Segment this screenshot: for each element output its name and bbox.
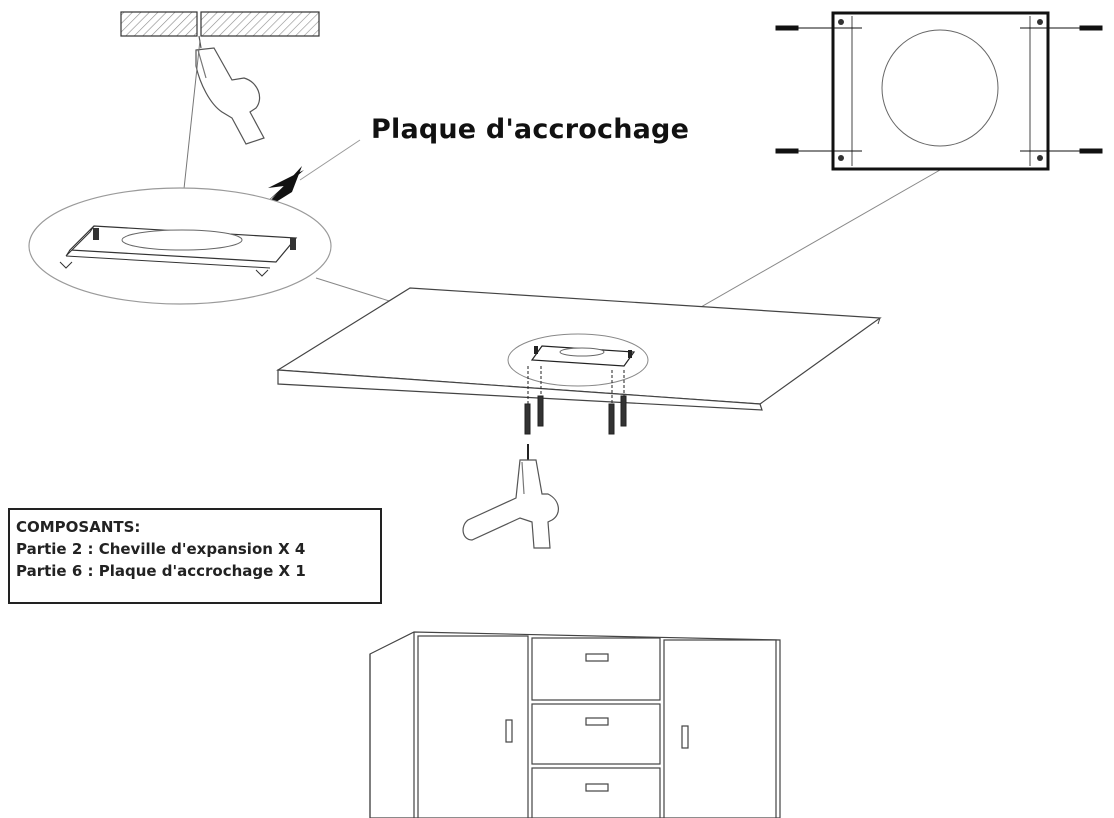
- page-title: Plaque d'accrochage: [371, 114, 690, 145]
- components-box: COMPOSANTS: Partie 2 : Cheville d'expans…: [8, 508, 382, 604]
- component-line: Partie 2 : Cheville d'expansion X 4: [16, 540, 306, 558]
- drill-icon: [195, 35, 265, 145]
- ceiling-section: [120, 11, 320, 37]
- expansion-anchor-icon: [524, 366, 627, 435]
- cabinet-illustration: [369, 631, 781, 818]
- mounting-plate-detail: [28, 187, 332, 305]
- screw-icon: [775, 25, 1103, 154]
- plate-top-view: [831, 11, 1050, 171]
- drill-icon: [462, 444, 559, 549]
- plate-on-ceiling: [507, 333, 649, 387]
- component-line: Partie 6 : Plaque d'accrochage X 1: [16, 562, 306, 580]
- components-header: COMPOSANTS:: [16, 518, 141, 536]
